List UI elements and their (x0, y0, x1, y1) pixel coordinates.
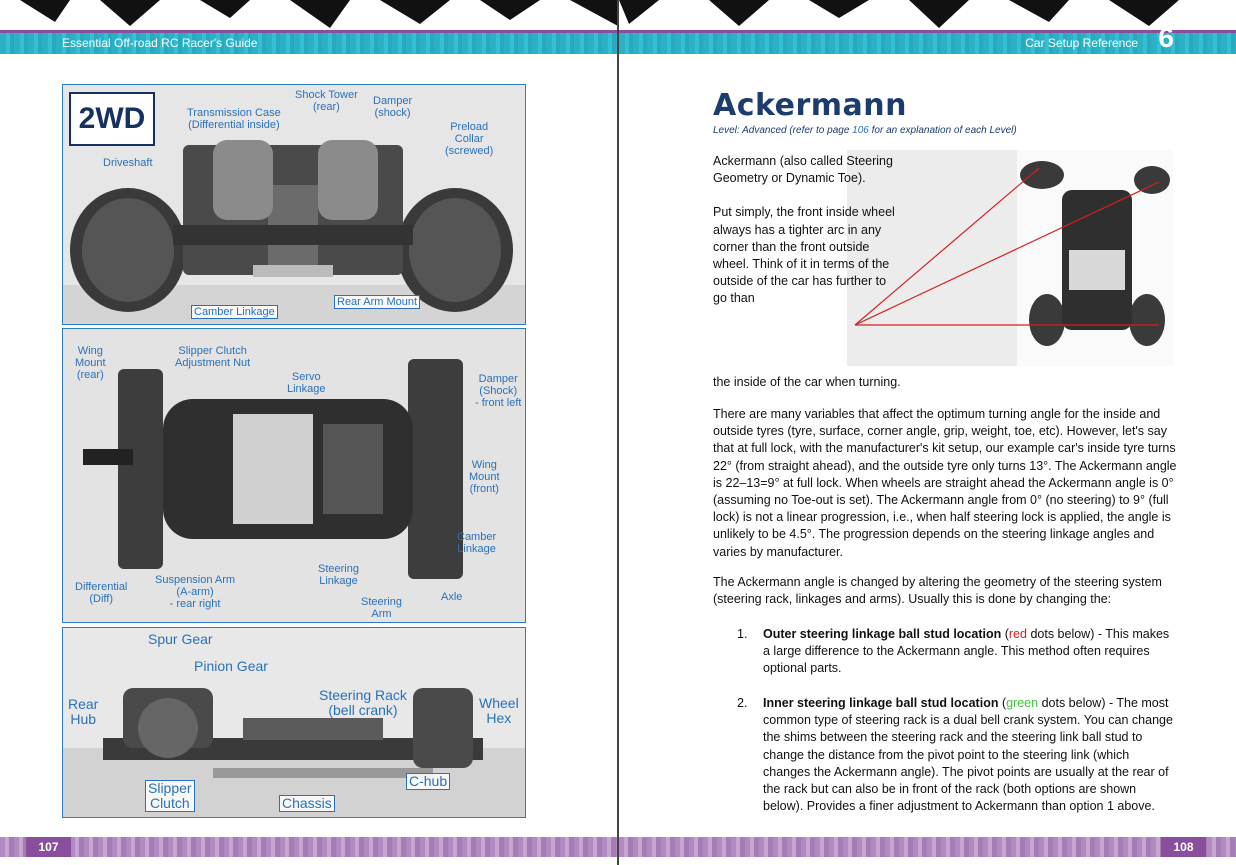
label-shock-tower: Shock Tower(rear) (295, 89, 358, 113)
ackermann-photo (847, 150, 1173, 366)
book-title: Essential Off-road RC Racer's Guide (62, 36, 258, 50)
page-link[interactable]: 106 (852, 125, 869, 136)
intro-paragraph-2: Put simply, the front inside wheel alway… (713, 205, 895, 306)
label-chassis: Chassis (279, 795, 335, 812)
badge-2wd: 2WD (69, 92, 155, 146)
label-suspension-arm: Suspension Arm(A-arm)- rear right (155, 574, 236, 610)
car-side-view-illustration (63, 628, 525, 817)
photo-2wd-rear-view: 2WD Shock Tower(rear) Damper(shock) Tran… (62, 84, 526, 325)
checkered-flag-banner (0, 0, 618, 30)
label-transmission-case: Transmission Case(Differential inside) (187, 107, 281, 131)
header-band-right (619, 30, 1236, 54)
label-steering-rack: Steering Rack(bell crank) (319, 687, 407, 718)
chapter-number: 6 (1158, 22, 1174, 53)
checkered-flag-banner-right (619, 0, 1236, 30)
list-item-1: 1. Outer steering linkage ball stud loca… (737, 627, 1170, 676)
page-number-left: 107 (26, 837, 71, 857)
page-number-right: 108 (1161, 837, 1206, 857)
footer-band (0, 837, 618, 857)
body-paragraph-2: There are many variables that affect the… (713, 407, 1177, 559)
label-camber-linkage: Camber Linkage (191, 305, 278, 319)
section-title: Car Setup Reference (1025, 36, 1138, 50)
intro-paragraph-1: Ackermann (also called Steering Geometry… (713, 154, 893, 186)
intro-text: Ackermann (also called Steering Geometry… (713, 153, 903, 325)
label-damper: Damper(shock) (373, 95, 413, 119)
label-rear-arm-mount: Rear Arm Mount (334, 295, 421, 309)
label-pinion-gear: Pinion Gear (194, 658, 268, 674)
label-spur-gear: Spur Gear (148, 631, 213, 647)
right-page: Car Setup Reference 6 Ackermann Level: A… (619, 0, 1236, 865)
car-rear-view-illustration (63, 85, 525, 324)
intro-paragraph-2-tail: the inside of the car when turning. (713, 375, 901, 389)
label-damper-front-left: Damper(Shock)- front left (475, 373, 522, 409)
car-top-view-illustration (63, 329, 525, 622)
label-differential: Differential(Diff) (75, 581, 128, 605)
list-item-2: 2. Inner steering linkage ball stud loca… (737, 696, 1173, 814)
level-note: Level: Advanced (refer to page 106 for a… (713, 125, 1017, 136)
body-paragraph-3: The Ackermann angle is changed by alteri… (713, 575, 1162, 607)
header-band (0, 30, 618, 54)
footer-band-right (619, 837, 1236, 857)
page-title: Ackermann (713, 88, 908, 123)
book-spine (617, 0, 619, 865)
left-page: Essential Off-road RC Racer's Guide 2WD … (0, 0, 618, 857)
label-axle: Axle (441, 591, 463, 603)
label-driveshaft: Driveshaft (103, 157, 153, 169)
label-c-hub: C-hub (406, 773, 451, 790)
ackermann-lines-illustration (847, 150, 1173, 366)
photo-side-view: Spur Gear Pinion Gear Steering Rack(bell… (62, 627, 526, 818)
